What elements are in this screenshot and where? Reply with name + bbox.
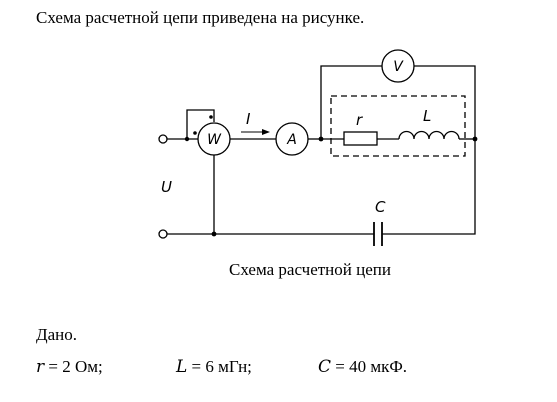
inductor-label: L — [423, 107, 431, 125]
wire-right-down — [382, 139, 476, 235]
current-label: I — [246, 110, 251, 128]
param-r-value: = 2 Ом; — [48, 357, 103, 376]
node-dot-left — [318, 136, 324, 142]
rl-dashed-box — [330, 95, 466, 157]
param-L: L = 6 мГн; — [176, 357, 252, 377]
capacitor-label: C — [375, 198, 386, 216]
intro-text: Схема расчетной цепи приведена на рисунк… — [36, 8, 365, 27]
node-dot-loop — [184, 136, 190, 142]
given-heading: Дано. — [36, 325, 77, 344]
voltage-label: U — [161, 178, 172, 196]
wattmeter-label: W — [207, 132, 222, 148]
node-dot-bottom — [211, 231, 217, 237]
wattmeter-loop — [186, 109, 215, 139]
top-terminal — [158, 134, 168, 144]
circuit-diagram: W A V U I r L C — [158, 49, 478, 246]
voltmeter-label: V — [393, 59, 404, 75]
voltmeter-branch-left — [320, 65, 382, 139]
voltmeter-branch-right — [414, 65, 476, 139]
figure-caption: Схема расчетной цепи — [229, 260, 391, 279]
bottom-terminal — [158, 229, 168, 239]
inductor-symbol — [398, 130, 460, 140]
current-arrow-head — [262, 129, 270, 135]
param-C-value: = 40 мкФ. — [335, 357, 408, 376]
node-dot-right — [472, 136, 478, 142]
param-L-value: = 6 мГн; — [191, 357, 252, 376]
param-C-symbol: C — [318, 357, 332, 377]
param-L-symbol: L — [176, 357, 188, 377]
param-r: r = 2 Ом; — [36, 357, 103, 377]
resistor-symbol — [343, 131, 378, 146]
ammeter-label: A — [286, 132, 297, 148]
resistor-label: r — [356, 111, 363, 129]
wattmeter-marker-current — [193, 131, 197, 135]
param-r-symbol: r — [36, 357, 45, 377]
param-C: C = 40 мкФ. — [318, 357, 407, 377]
wattmeter-marker-voltage — [209, 115, 213, 119]
